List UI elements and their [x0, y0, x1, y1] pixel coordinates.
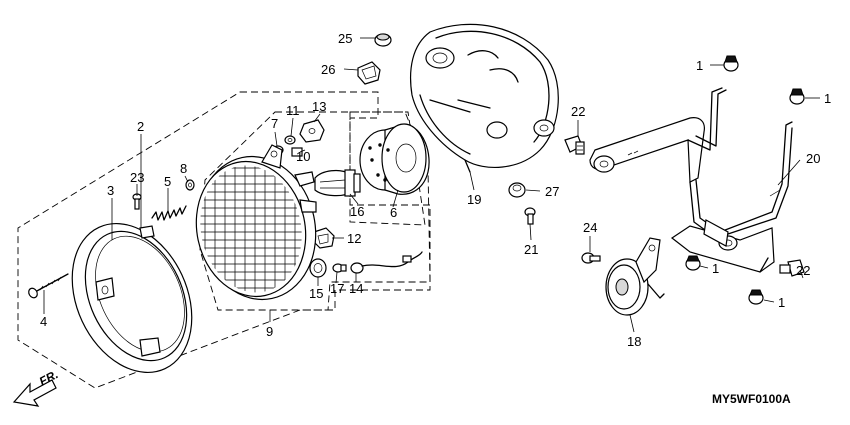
callout-21: 21 — [524, 242, 538, 257]
clip-part-26 — [357, 61, 381, 85]
callout-2: 2 — [137, 119, 144, 134]
leader-lines — [43, 37, 820, 333]
screw-part-23 — [132, 193, 142, 210]
callout-13: 13 — [312, 99, 326, 114]
callout-1-d: 1 — [778, 295, 785, 310]
callout-7: 7 — [271, 116, 278, 131]
bolt-part-22-a — [564, 135, 585, 155]
headlight-unit-part-9 — [190, 144, 317, 302]
callout-15: 15 — [309, 286, 323, 301]
callout-22-a: 22 — [571, 104, 585, 119]
callout-27: 27 — [545, 184, 559, 199]
grommet-part-1-a — [723, 55, 739, 72]
grommet-part-1-b — [789, 88, 805, 105]
callout-1-b: 1 — [824, 91, 831, 106]
nut-part-27 — [508, 182, 526, 198]
callout-11: 11 — [286, 103, 300, 118]
headlight-case-part-19 — [409, 23, 559, 173]
screw-part-21 — [524, 207, 536, 225]
bulb-part-17 — [332, 263, 347, 273]
callout-4: 4 — [40, 314, 47, 329]
callout-3: 3 — [107, 183, 114, 198]
nut-part-11 — [284, 135, 296, 145]
horn-part-18 — [605, 237, 665, 316]
headlight-rim-part-3 — [71, 222, 193, 374]
callout-labels: 25 26 2 3 23 5 8 4 7 11 13 10 16 6 12 15… — [40, 31, 831, 349]
socket-cover-part-6 — [359, 123, 430, 195]
callout-23: 23 — [130, 170, 144, 185]
grommet-part-1-d — [748, 289, 764, 305]
callout-18: 18 — [627, 334, 641, 349]
callout-6: 6 — [390, 205, 397, 220]
callout-8: 8 — [180, 161, 187, 176]
direction-label: FR. — [37, 367, 61, 388]
callout-20: 20 — [806, 151, 820, 166]
headlight-bulb-part-16 — [314, 169, 361, 197]
washer-part-8 — [185, 179, 195, 191]
bolt-part-22-b — [779, 259, 805, 277]
callout-5: 5 — [164, 174, 171, 189]
callout-14: 14 — [349, 281, 363, 296]
grommet-part-1-c — [685, 255, 701, 271]
bracket-part-20 — [670, 121, 793, 273]
nut-part-13 — [299, 119, 325, 143]
callout-25: 25 — [338, 31, 352, 46]
diagram-code: MY5WF0100A — [712, 392, 791, 406]
callout-1-a: 1 — [696, 58, 703, 73]
bulb-case-frame — [349, 111, 426, 226]
callout-9: 9 — [266, 324, 273, 339]
callout-12: 12 — [347, 231, 361, 246]
front-direction-arrow — [12, 379, 57, 407]
callout-10: 10 — [296, 149, 310, 164]
callout-16: 16 — [350, 204, 364, 219]
callout-22-b: 22 — [796, 263, 810, 278]
callout-19: 19 — [467, 192, 481, 207]
grommet-part-25 — [374, 33, 392, 47]
headlight-assembly-frame — [17, 91, 431, 389]
socket-wire-part-14 — [350, 251, 423, 274]
headlight-stay — [589, 87, 727, 183]
spring-part-5 — [151, 205, 187, 221]
callout-1-c: 1 — [712, 261, 719, 276]
callout-24: 24 — [583, 220, 597, 235]
callout-26: 26 — [321, 62, 335, 77]
socket-part-15 — [309, 258, 327, 278]
screw-part-4 — [28, 273, 69, 299]
bolt-part-24 — [581, 252, 601, 264]
collar-part-10 — [291, 147, 303, 157]
callout-17: 17 — [330, 281, 344, 296]
